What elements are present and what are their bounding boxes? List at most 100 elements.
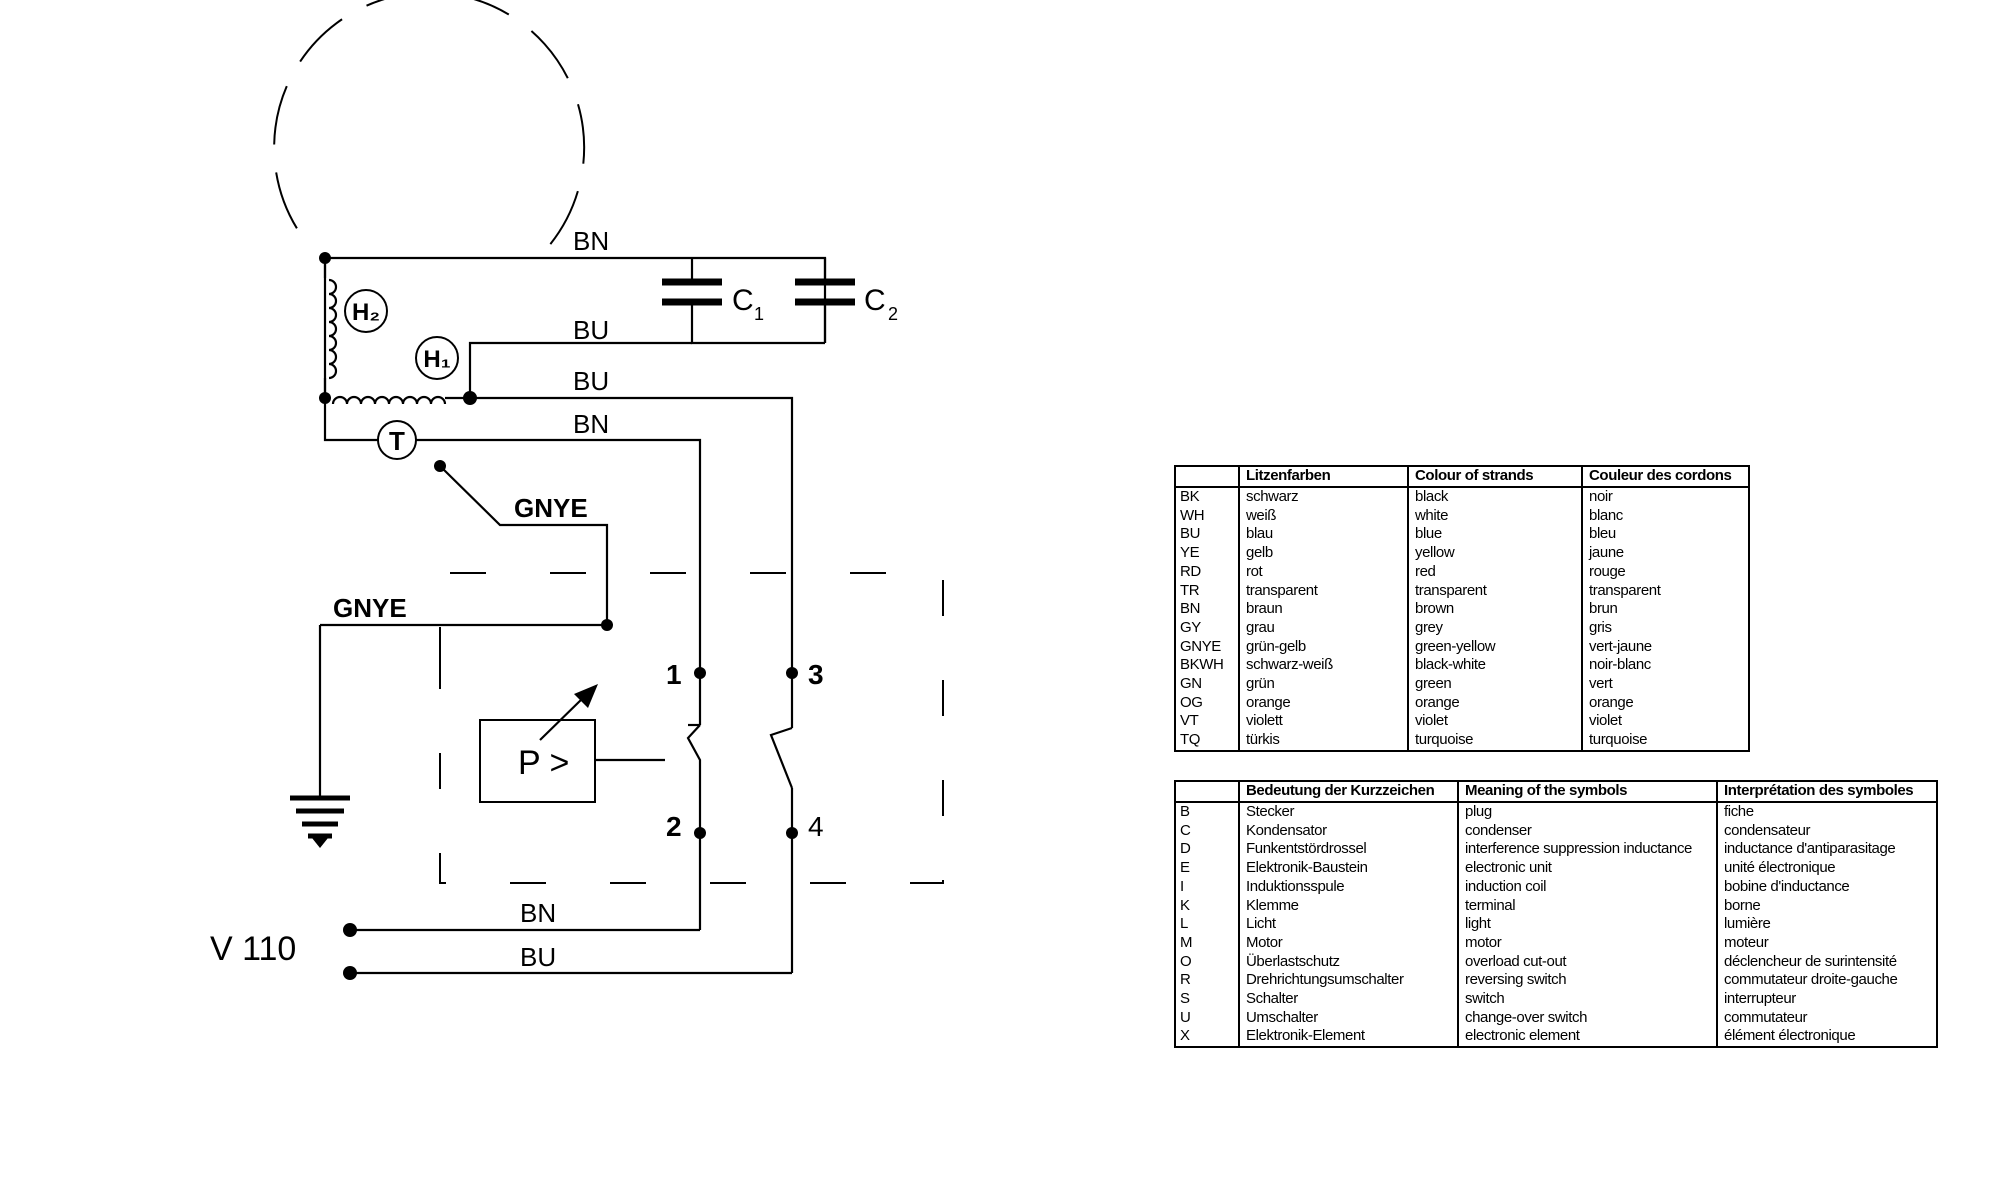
cell-english: reversing switch bbox=[1457, 971, 1717, 991]
cell-german: transparent bbox=[1238, 581, 1408, 601]
wire-label-mid-bn: BN bbox=[573, 409, 609, 439]
cell-english: white bbox=[1407, 506, 1582, 526]
cell-german: orange bbox=[1238, 693, 1408, 713]
cell-french: orange bbox=[1581, 693, 1749, 713]
cell-german: Klemme bbox=[1238, 896, 1458, 916]
cell-english: green-yellow bbox=[1407, 637, 1582, 657]
header-code bbox=[1175, 466, 1239, 488]
cell-english: black bbox=[1407, 487, 1582, 507]
cell-english: change-over switch bbox=[1457, 1008, 1717, 1028]
terminal-4-label: 4 bbox=[808, 811, 824, 842]
capacitor-c2 bbox=[795, 278, 855, 306]
cell-english: violet bbox=[1407, 712, 1582, 732]
cell-english: turquoise bbox=[1407, 731, 1582, 751]
switch-contacts bbox=[686, 724, 794, 833]
cell-german: Stecker bbox=[1238, 802, 1458, 822]
cell-french: noir bbox=[1581, 487, 1749, 507]
cell-french: élément électronique bbox=[1716, 1027, 1937, 1048]
h1-badge: H₁ bbox=[415, 336, 459, 380]
wire-label-mid-bu: BU bbox=[573, 366, 609, 396]
cell-german: Funkentstördrossel bbox=[1238, 840, 1458, 860]
cell-french: vert bbox=[1581, 675, 1749, 694]
cell-code: C bbox=[1180, 821, 1191, 839]
cell-code: K bbox=[1180, 896, 1190, 914]
capacitor-c1 bbox=[662, 278, 722, 306]
cell-french: déclencheur de surintensité bbox=[1716, 952, 1937, 972]
cell-english: brown bbox=[1407, 600, 1582, 619]
wire-label-top-bn: BN bbox=[573, 226, 609, 256]
symbol-legend-table: Bedeutung der Kurzzeichen Meaning of the… bbox=[1174, 780, 1938, 1049]
cell-french: brun bbox=[1581, 600, 1749, 619]
cell-german: türkis bbox=[1238, 731, 1408, 751]
cell-german: violett bbox=[1238, 712, 1408, 732]
cell-code: O bbox=[1180, 952, 1192, 970]
ground-icon bbox=[290, 795, 350, 848]
cell-english: motor bbox=[1457, 933, 1717, 953]
terminal-2-label: 2 bbox=[666, 811, 682, 842]
gnye-label-upper: GNYE bbox=[514, 493, 588, 523]
cell-german: grau bbox=[1238, 618, 1408, 638]
cell-german: Kondensator bbox=[1238, 821, 1458, 841]
cell-code: E bbox=[1180, 859, 1190, 877]
cell-english: red bbox=[1407, 562, 1582, 582]
cell-code: RD bbox=[1180, 562, 1201, 580]
cell-french: vert-jaune bbox=[1581, 637, 1749, 657]
cell-german: weiß bbox=[1238, 506, 1408, 526]
cell-code: D bbox=[1180, 840, 1191, 858]
cell-english: green bbox=[1407, 675, 1582, 694]
pressure-switch-label: P > bbox=[518, 744, 569, 782]
wire-label-bottom-bu: BU bbox=[520, 942, 556, 972]
junction-dots bbox=[319, 252, 798, 980]
wire-label-top-bu: BU bbox=[573, 315, 609, 345]
cell-french: inductance d'antiparasitage bbox=[1716, 840, 1937, 860]
header-english: Meaning of the symbols bbox=[1457, 781, 1717, 803]
header-german: Bedeutung der Kurzzeichen bbox=[1238, 781, 1458, 803]
cell-english: switch bbox=[1457, 990, 1717, 1009]
cell-code: YE bbox=[1180, 544, 1200, 562]
cell-code: S bbox=[1180, 990, 1190, 1008]
cell-english: black-white bbox=[1407, 656, 1582, 676]
cell-german: gelb bbox=[1238, 544, 1408, 563]
terminal-3-label: 3 bbox=[808, 659, 824, 690]
c1-subscript: 1 bbox=[754, 304, 764, 324]
cell-english: electronic element bbox=[1457, 1027, 1717, 1048]
cell-french: lumière bbox=[1716, 915, 1937, 934]
header-french: Interprétation des symboles bbox=[1716, 781, 1937, 803]
cell-code: GNYE bbox=[1180, 637, 1221, 655]
cell-french: condensateur bbox=[1716, 821, 1937, 841]
h2-badge: H₂ bbox=[344, 289, 388, 333]
cell-french: noir-blanc bbox=[1581, 656, 1749, 676]
cell-french: blanc bbox=[1581, 506, 1749, 526]
cell-code: GN bbox=[1180, 675, 1202, 693]
cell-french: borne bbox=[1716, 896, 1937, 916]
t-label: T bbox=[389, 426, 405, 456]
terminal-1-label: 1 bbox=[666, 659, 682, 690]
cell-french: unité électronique bbox=[1716, 859, 1937, 878]
cell-code: I bbox=[1180, 877, 1184, 895]
cell-code: BKWH bbox=[1180, 656, 1224, 674]
cell-german: Motor bbox=[1238, 933, 1458, 953]
cell-german: Umschalter bbox=[1238, 1008, 1458, 1028]
cell-german: Induktionsspule bbox=[1238, 877, 1458, 897]
cell-english: electronic unit bbox=[1457, 859, 1717, 878]
c2-subscript: 2 bbox=[888, 304, 898, 324]
cell-french: rouge bbox=[1581, 562, 1749, 582]
cell-english: orange bbox=[1407, 693, 1582, 713]
cell-code: B bbox=[1180, 803, 1190, 820]
cell-german: rot bbox=[1238, 562, 1408, 582]
